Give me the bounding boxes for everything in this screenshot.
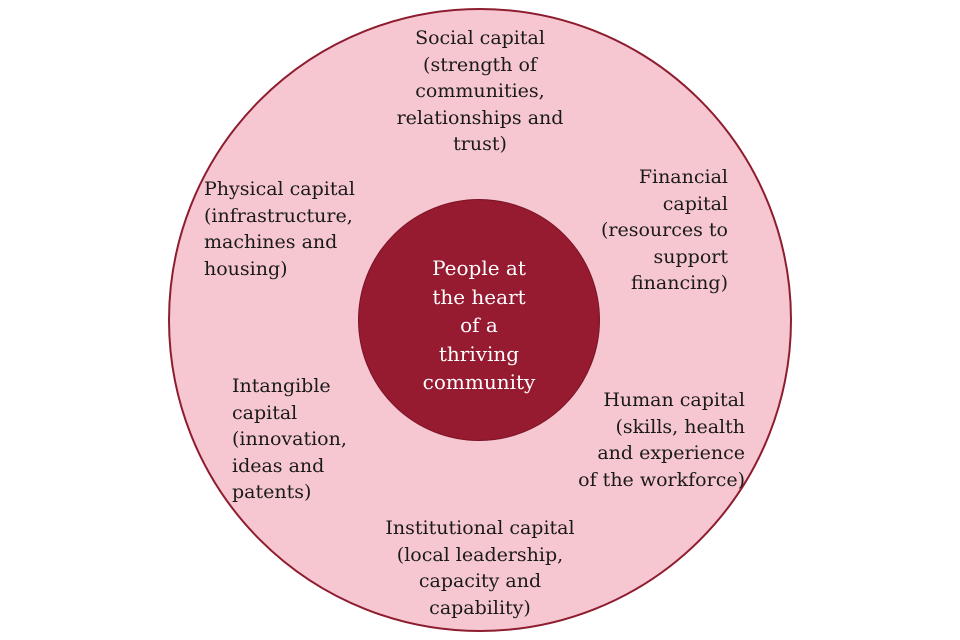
label-line: (resources to: [601, 219, 728, 241]
center-line: community: [422, 370, 536, 394]
label-line: capacity and: [418, 570, 542, 592]
center-label: People at the heart of a thriving commun…: [358, 254, 600, 397]
center-line: People at: [432, 256, 526, 280]
inner-people-circle: [358, 199, 600, 441]
label-line: Intangible: [232, 375, 331, 397]
label-line: Institutional capital: [385, 517, 575, 539]
label-line: support: [653, 245, 728, 268]
center-line: of a: [460, 313, 498, 337]
label-line: Financial: [638, 166, 728, 188]
label-line: Human capital: [603, 389, 745, 411]
label-line: Social capital: [415, 27, 545, 49]
label-line: (innovation,: [232, 428, 347, 450]
label-line: (strength of: [423, 53, 537, 76]
label-line: patents): [232, 481, 312, 503]
label-line: financing): [630, 272, 728, 294]
label-line: housing): [204, 257, 288, 280]
institutional-capital-label: Institutional capital (local leadership,…: [360, 515, 600, 621]
label-line: and experience: [597, 442, 745, 464]
label-line: of the workforce): [578, 468, 745, 491]
label-line: capital: [662, 192, 728, 215]
center-line: the heart: [432, 284, 526, 309]
label-line: trust): [453, 133, 507, 155]
label-line: communities,: [415, 80, 545, 102]
label-line: capital: [232, 401, 298, 424]
human-capital-label: Human capital (skills, health and experi…: [545, 387, 745, 493]
label-line: (skills, health: [615, 415, 746, 438]
label-line: (local leadership,: [396, 543, 564, 566]
social-capital-label: Social capital (strength of communities,…: [380, 25, 580, 158]
label-line: machines and: [204, 231, 338, 253]
label-line: relationships and: [396, 106, 564, 129]
label-line: (infrastructure,: [204, 204, 353, 227]
label-line: Physical capital: [204, 178, 355, 200]
intangible-capital-label: Intangible capital (innovation, ideas an…: [232, 373, 372, 506]
label-line: ideas and: [232, 454, 325, 477]
physical-capital-label: Physical capital (infrastructure, machin…: [204, 176, 384, 282]
label-line: capability): [429, 596, 531, 619]
financial-capital-label: Financial capital (resources to support …: [548, 164, 728, 297]
center-line: thriving: [438, 341, 520, 366]
